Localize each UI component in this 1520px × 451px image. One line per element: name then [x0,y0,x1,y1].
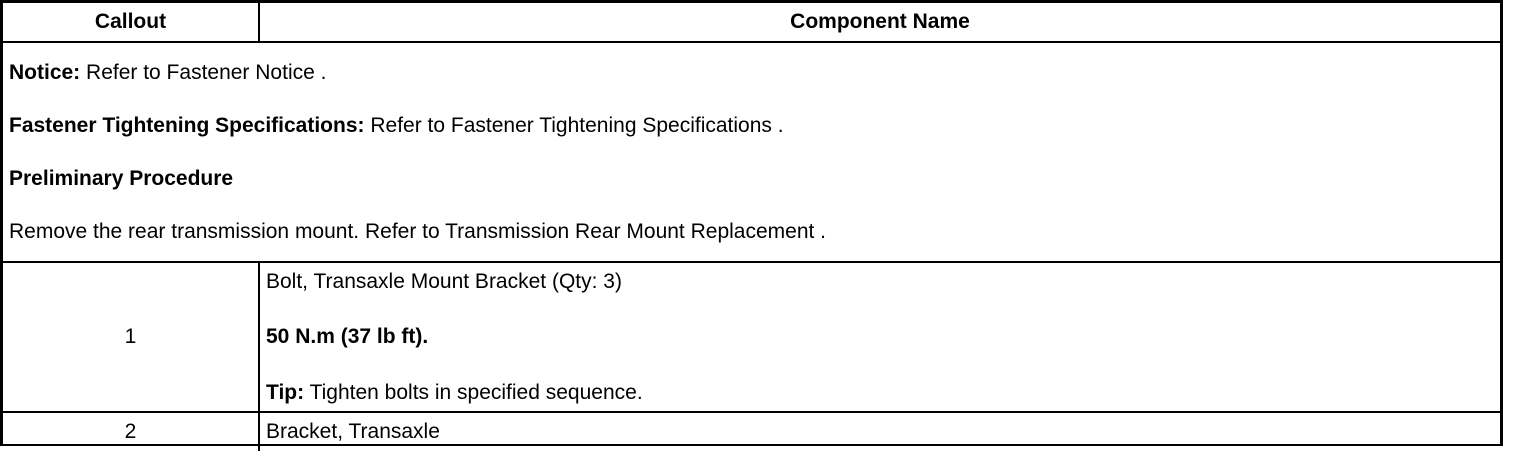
table-row: 1 Bolt, Transaxle Mount Bracket (Qty: 3)… [3,261,1500,413]
notes-cell: Notice: Refer to Fastener Notice . Faste… [3,41,1500,263]
component-cell: Bolt, Transaxle Mount Bracket (Qty: 3) 5… [258,261,1500,413]
component-table: Callout Component Name Notice: Refer to … [3,3,1500,451]
table-row: 2 Bracket, Transaxle [3,411,1500,451]
callout-cell: 1 [3,261,260,413]
fastener-spec-line: Fastener Tightening Specifications: Refe… [9,113,1494,138]
tip-line: Tip: Tighten bolts in specified sequence… [266,380,1494,405]
component-cell: Bracket, Transaxle [258,411,1500,451]
preliminary-heading: Preliminary Procedure [9,167,234,190]
component-name: Bolt, Transaxle Mount Bracket (Qty: 3) [266,270,622,294]
header-component-name: Component Name [258,3,1500,43]
preliminary-text: Remove the rear transmission mount. Refe… [9,220,827,244]
header-row: Callout Component Name [3,3,1500,43]
header-callout: Callout [3,3,260,43]
notice-line: Notice: Refer to Fastener Notice . [9,60,1494,85]
fastener-spec-label: Fastener Tightening Specifications: [9,113,365,137]
torque-spec: 50 N.m (37 lb ft). [266,325,429,349]
callout-cell: 2 [3,411,260,451]
notice-text: Refer to Fastener Notice . [80,60,327,84]
fastener-spec-text: Refer to Fastener Tightening Specificati… [364,113,784,137]
tip-text: Tighten bolts in specified sequence. [304,380,643,404]
tip-label: Tip: [266,380,305,404]
notes-row: Notice: Refer to Fastener Notice . Faste… [3,41,1500,263]
notice-label: Notice: [9,60,81,84]
